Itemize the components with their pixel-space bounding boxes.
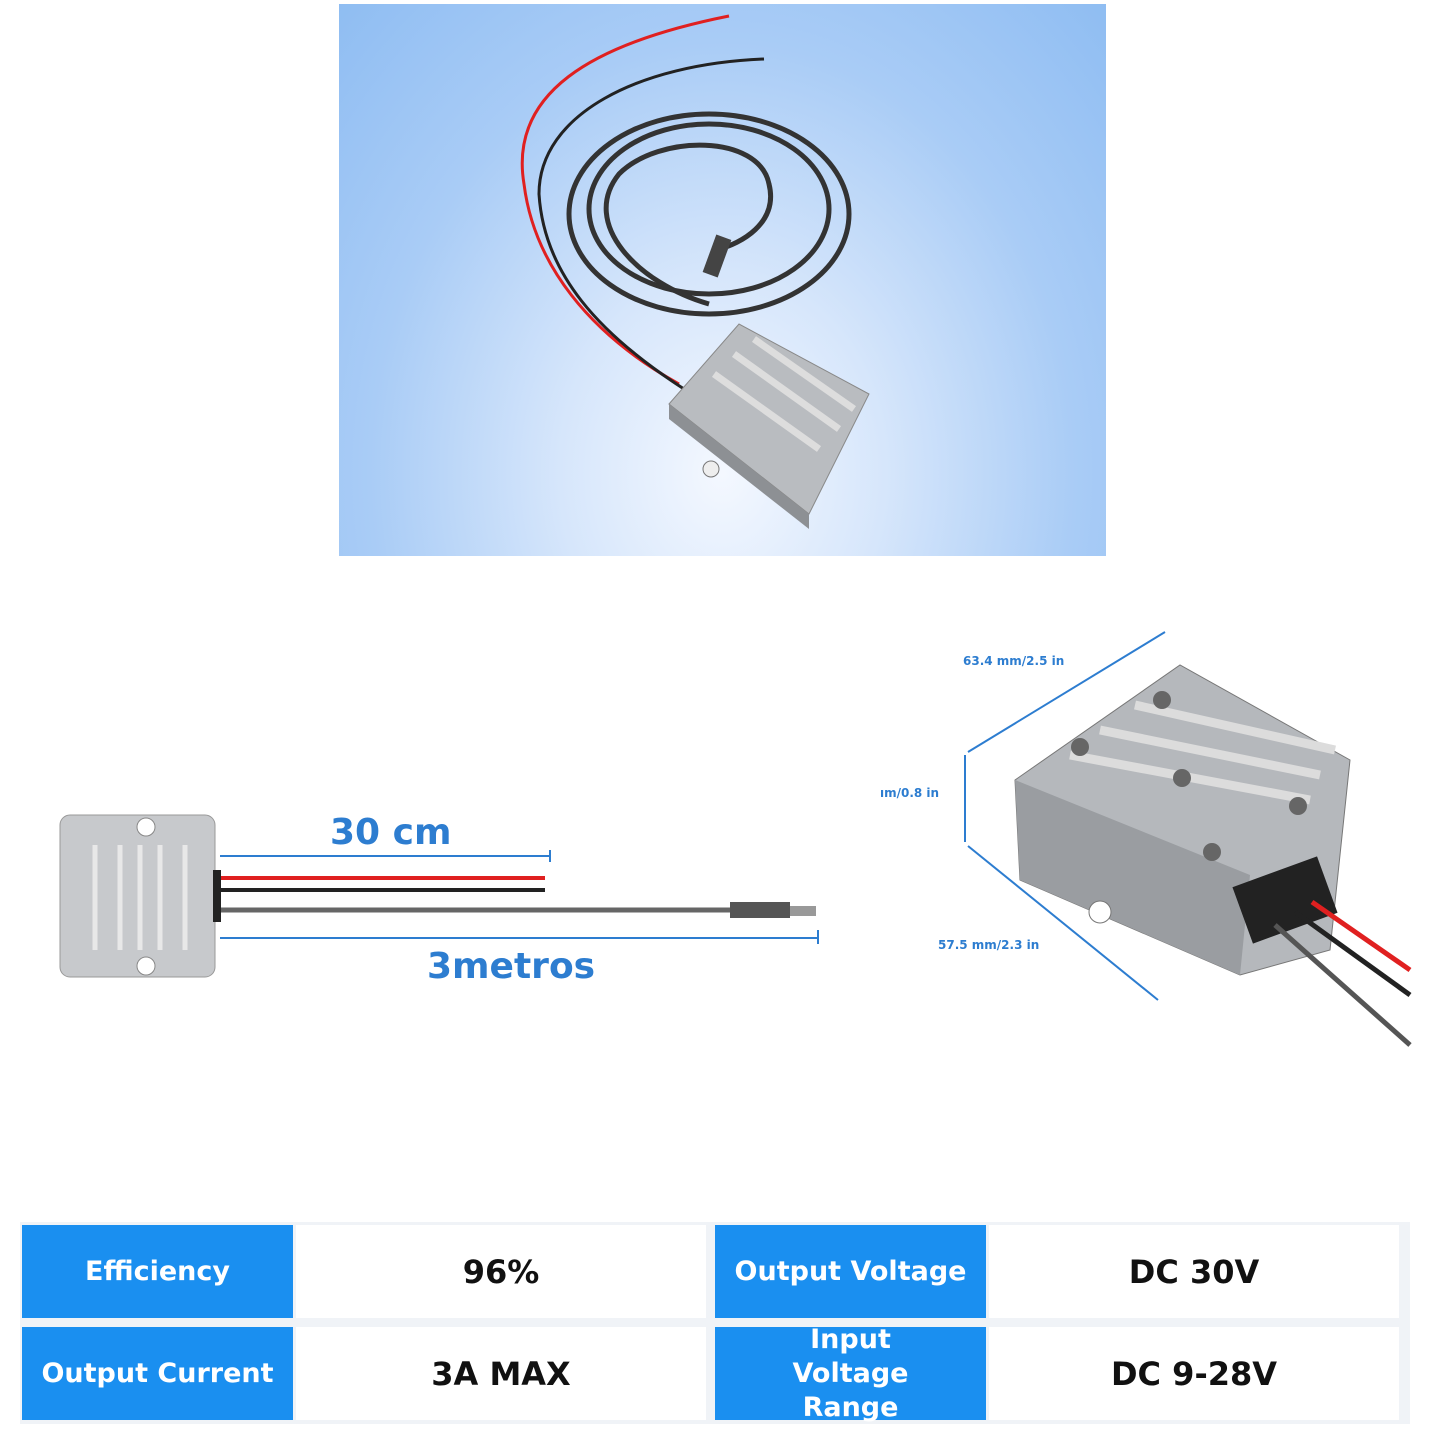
width-dimension: 57.5 mm/2.3 in	[938, 938, 1040, 952]
cable-diagram-icon	[59, 814, 819, 978]
height-dimension: ım/0.8 in	[880, 786, 940, 800]
specs-table: Efficiency 96% Output Voltage DC 30V Out…	[20, 1222, 1410, 1424]
spec-value: DC 30V	[989, 1225, 1399, 1318]
dimension-drawing-icon	[964, 631, 1412, 1047]
spec-label: Output Current	[22, 1327, 293, 1420]
product-photo	[339, 4, 1106, 556]
spec-label: Input Voltage Range	[715, 1324, 986, 1423]
short-cable-length: 30 cm	[330, 812, 452, 853]
converter-photo-icon	[520, 14, 870, 529]
spec-value: 3A MAX	[296, 1327, 706, 1420]
long-cable-length: 3metros	[427, 946, 596, 987]
spec-value: DC 9-28V	[989, 1327, 1399, 1420]
length-dimension: 63.4 mm/2.5 in	[963, 654, 1065, 668]
spec-label: Output Voltage	[715, 1225, 986, 1318]
spec-label: Efficiency	[22, 1225, 293, 1318]
spec-value: 96%	[296, 1225, 706, 1318]
